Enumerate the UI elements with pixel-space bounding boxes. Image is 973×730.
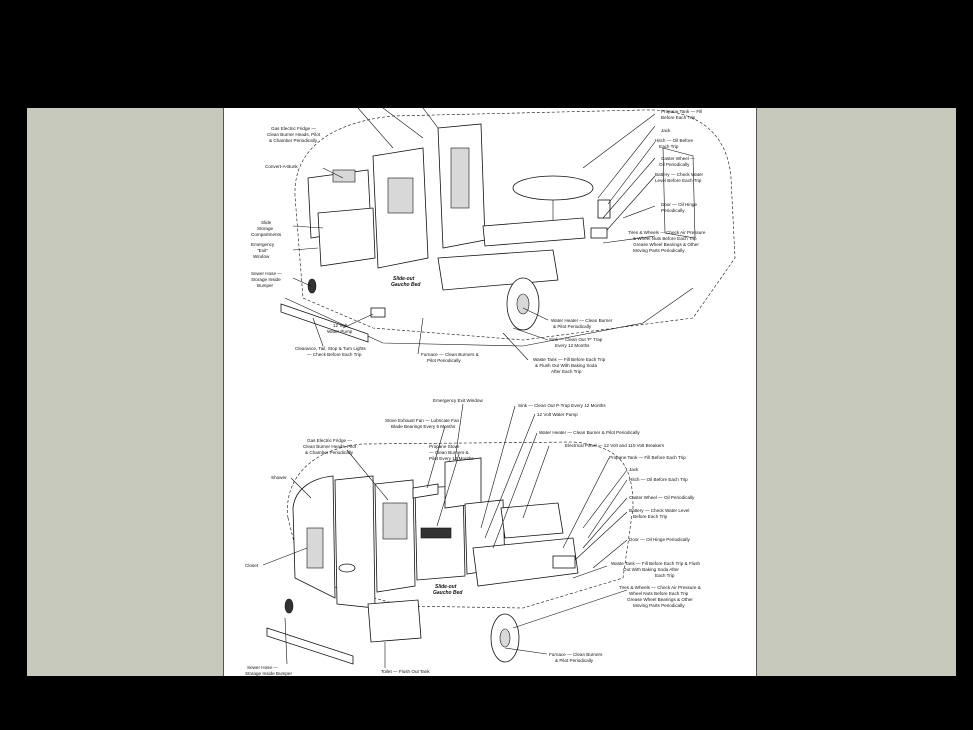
bottom-fridge-door xyxy=(382,502,408,540)
top-label-lights: Clearance, Tail, Stop & Turn Lights — Ch… xyxy=(295,346,367,357)
top-front-door xyxy=(662,147,696,239)
top-label-battery: Battery — Check Water Level Before Each … xyxy=(655,172,704,183)
bottom-label-water-pump: 12 Volt Water Pump xyxy=(537,412,578,417)
top-center-panel xyxy=(450,147,470,209)
top-label-gaucho-bed: Slide-out Gaucho Bed xyxy=(391,276,421,288)
top-battery-box xyxy=(590,227,608,239)
bottom-label-exit-window: Emergency Exit Window xyxy=(433,398,483,403)
top-label-slide-storage: Slide Storage Compartments xyxy=(251,220,282,237)
top-label-sink: Sink — Clean Out 'P' Trap Every 12 Month… xyxy=(549,337,604,348)
bottom-trailer-diagram xyxy=(262,403,634,668)
bottom-toilet xyxy=(367,599,422,643)
top-fridge-door xyxy=(387,177,414,214)
bottom-label-propane-stove: Propane Stove — Clean Burners & Pilot Ev… xyxy=(429,444,474,461)
bottom-label-propane-tank: Propane Tank — Fill Before Each Trip xyxy=(609,455,686,460)
bottom-label-sewer-hose: Sewer Hose — Storage Inside Bumper xyxy=(245,665,292,676)
top-label-jack: Jack xyxy=(661,128,671,133)
top-propane-tank xyxy=(597,199,611,219)
top-bunk-window xyxy=(332,169,356,183)
bottom-bumper xyxy=(266,627,354,665)
trailer-maintenance-diagrams: Propane Tank — Fill Before Each Trip Gas… xyxy=(245,108,736,676)
bottom-basin xyxy=(338,563,356,573)
top-label-sewer-hose: Sewer Hose — Storage Inside Bumper xyxy=(251,271,283,288)
top-label-caster-wheel: Caster Wheel — Oil Periodically xyxy=(659,156,696,167)
top-bumper xyxy=(280,303,369,343)
bottom-label-gaucho-bed: Slide-out Gaucho Bed xyxy=(433,584,463,596)
top-trailer-outline xyxy=(294,109,736,341)
top-kitchen-counter xyxy=(482,217,586,247)
bottom-diagram-labels: Emergency Exit Window Sink — Clean Out P… xyxy=(245,398,702,676)
bottom-label-exhaust-fan: Stove Exhaust Fan — Lubricate Fan Blade … xyxy=(385,418,460,429)
top-label-door: Door — Oil Hinge Periodically xyxy=(661,202,698,213)
bottom-shower xyxy=(334,475,376,609)
viewer-gutter-right xyxy=(757,108,956,676)
bottom-label-waste-tank: Waste Tank — Fill Before Each Trip & Flu… xyxy=(611,561,701,578)
top-label-water-pump: 12 Volt Water Pump xyxy=(327,323,353,334)
top-label-propane-tank: Propane Tank — Fill Before Each Trip xyxy=(661,109,704,120)
bottom-label-gas-fridge: Gas Electric Fridge — Clean Burner Heads… xyxy=(303,438,357,455)
top-label-tires-wheels: Tires & Wheels — Check Air Pressure & Wh… xyxy=(628,230,707,253)
viewer-gutter-left xyxy=(27,108,223,676)
bottom-exhaust-hood xyxy=(412,483,439,499)
bottom-label-jack: Jack xyxy=(629,467,639,472)
bottom-label-closet: Closet xyxy=(245,563,259,568)
top-gaucho-bed xyxy=(437,249,559,291)
bottom-table xyxy=(500,502,564,539)
top-label-furnace: Furnace — Clean Burners & Pilot Periodic… xyxy=(421,352,480,363)
bottom-label-shower: Shower xyxy=(271,475,287,480)
bottom-gaucho-bed xyxy=(472,537,579,587)
top-tail-light xyxy=(307,278,317,294)
bottom-label-caster-wheel: Caster Wheel — Oil Periodically xyxy=(629,495,695,500)
bottom-label-electrical-panel: Electrical Panel — 12 Volt and 110 Volt … xyxy=(565,443,665,448)
bottom-label-tires-wheels: Tires & Wheels — Check Air Pressure & Wh… xyxy=(619,585,702,608)
bottom-label-hitch: Hitch — Oil Before Each Trip xyxy=(629,477,688,482)
bottom-label-toilet: Toilet — Flush Out Tank xyxy=(381,669,430,674)
top-label-emergency-window: Emergency "Exit" Window xyxy=(251,242,276,259)
top-table xyxy=(512,175,594,201)
top-label-gas-fridge: Gas Electric Fridge — Clean Burner Heads… xyxy=(267,126,321,143)
bottom-label-sink: Sink — Clean Out P-Trap Every 12 Months xyxy=(518,403,606,408)
bottom-wheel-hub xyxy=(499,628,511,648)
bottom-battery xyxy=(552,555,576,569)
top-label-waste-tank: Waste Tank — Fill Before Each Trip & Flu… xyxy=(533,357,607,374)
bottom-label-furnace: Furnace — Clean Burners & Pilot Periodic… xyxy=(549,652,604,663)
bottom-label-water-heater: Water Heater — Clean Burner & Pilot Peri… xyxy=(539,430,640,435)
top-water-pump xyxy=(370,307,386,318)
bottom-stove-burners xyxy=(420,527,452,539)
bottom-tail-light xyxy=(284,598,294,614)
top-label-hitch: Hitch — Oil Before Each Trip xyxy=(655,138,694,149)
top-trailer-diagram xyxy=(280,108,736,361)
top-wheel-hub xyxy=(516,293,530,315)
bottom-label-battery: Battery — Check Water Level Before Each … xyxy=(629,508,691,519)
bottom-label-door: Door — Oil Hinge Periodically xyxy=(629,537,690,542)
bottom-trailer-outline xyxy=(287,441,634,609)
bottom-closet-door xyxy=(306,527,324,569)
top-slide-storage xyxy=(317,207,376,267)
document-page[interactable]: Propane Tank — Fill Before Each Trip Gas… xyxy=(223,108,757,676)
top-diagram-labels: Propane Tank — Fill Before Each Trip Gas… xyxy=(251,109,707,374)
top-label-convert-a-bunk: Convert-A-Bunk xyxy=(265,164,298,169)
top-label-water-heater: Water Heater — Clean Burner & Pilot Peri… xyxy=(551,318,614,329)
